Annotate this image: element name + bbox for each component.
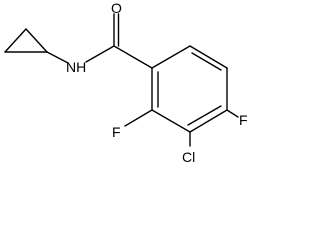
oxygen-atom-label: O bbox=[111, 0, 122, 16]
bond bbox=[151, 45, 191, 69]
aromatic-inner-bond bbox=[187, 105, 222, 126]
bond-nitrogen-carbonyl bbox=[85, 45, 115, 63]
fluorine-right-atom-label: F bbox=[239, 112, 248, 128]
bond bbox=[189, 109, 228, 133]
cyclopropyl-ring bbox=[4, 28, 48, 53]
carbonyl-double-bond bbox=[113, 13, 120, 47]
bond-ring-fluorine-right bbox=[226, 109, 239, 118]
benzene-ring bbox=[151, 45, 228, 133]
nitrogen-atom-label: NH bbox=[66, 59, 86, 75]
bond bbox=[4, 28, 27, 53]
chlorine-atom-label: Cl bbox=[182, 149, 195, 165]
fluorine-left-atom-label: F bbox=[112, 124, 121, 140]
chemical-structure-diagram: O NH F Cl F bbox=[4, 0, 248, 165]
bond-carbonyl-ring bbox=[113, 45, 153, 69]
bond bbox=[151, 109, 191, 133]
aromatic-inner-bond bbox=[191, 52, 222, 71]
bond bbox=[25, 28, 48, 53]
bond bbox=[189, 45, 228, 69]
bond-cyclopropyl-nitrogen bbox=[46, 51, 69, 64]
bond-ring-fluorine-left bbox=[124, 109, 153, 127]
